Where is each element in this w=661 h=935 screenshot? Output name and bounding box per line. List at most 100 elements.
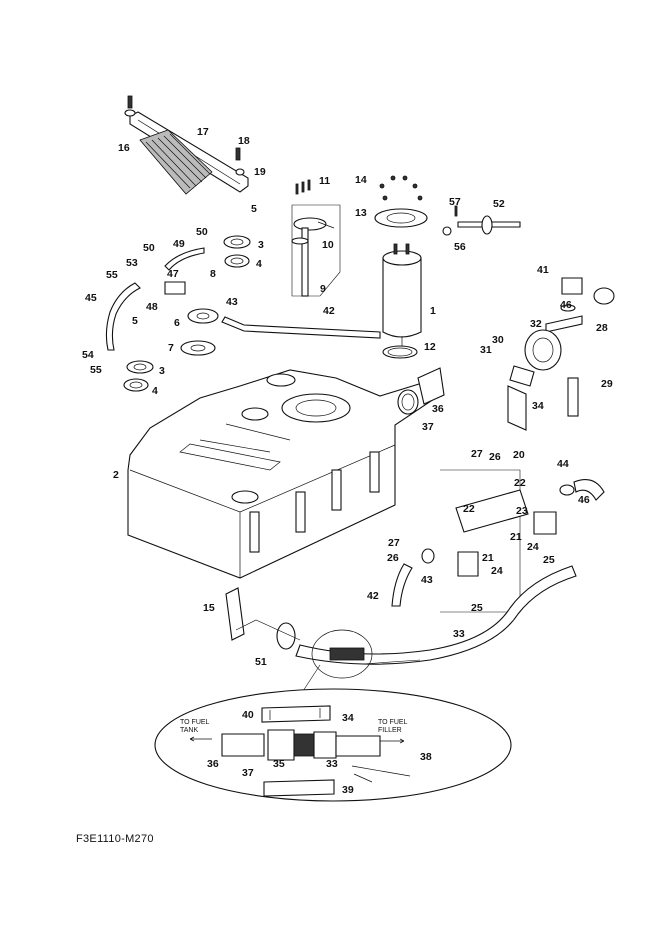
to-fuel-filler-label-line2: FILLER — [378, 727, 402, 734]
fuel-filter-assembly — [421, 469, 605, 613]
callout-41: 41 — [537, 264, 549, 276]
callout-55: 55 — [106, 269, 118, 281]
callout-56: 56 — [454, 241, 466, 253]
to-fuel-tank-label-line2: TANK — [180, 727, 198, 734]
callout-4: 4 — [256, 258, 262, 270]
vent-fitting — [442, 205, 521, 236]
callout-50: 50 — [196, 226, 208, 238]
callout-21: 21 — [482, 552, 494, 564]
callout-29: 29 — [601, 378, 613, 390]
callout-1: 1 — [430, 305, 436, 317]
callout-27: 27 — [471, 448, 483, 460]
callout-39: 39 — [342, 784, 354, 796]
gasket-and-ring-parts — [123, 235, 251, 392]
callout-54: 54 — [82, 349, 94, 361]
callout-43: 43 — [226, 296, 238, 308]
callout-34: 34 — [532, 400, 544, 412]
callout-21: 21 — [510, 531, 522, 543]
arrow-right-icon — [380, 738, 405, 744]
fuel-sender-assembly — [291, 179, 341, 297]
tank-strap-assembly — [124, 95, 249, 195]
callout-5: 5 — [251, 203, 257, 215]
callout-5: 5 — [132, 315, 138, 327]
callout-34: 34 — [342, 712, 354, 724]
callout-49: 49 — [173, 238, 185, 250]
bracket-47 — [164, 281, 186, 295]
callout-46: 46 — [578, 494, 590, 506]
callout-3: 3 — [159, 365, 165, 377]
callout-11: 11 — [319, 175, 330, 187]
callout-50: 50 — [143, 242, 155, 254]
callout-labels: 1 2 3 3 4 4 5 5 6 7 8 9 10 11 12 13 14 1… — [82, 126, 613, 796]
callout-3: 3 — [258, 239, 264, 251]
callout-16: 16 — [118, 142, 130, 154]
callout-55: 55 — [90, 364, 102, 376]
callout-44: 44 — [557, 458, 569, 470]
callout-40: 40 — [242, 709, 254, 721]
fuel-pump-housing — [374, 175, 428, 359]
callout-4: 4 — [152, 385, 158, 397]
to-fuel-tank-label-line1: TO FUEL — [180, 719, 210, 726]
callout-14: 14 — [355, 174, 367, 186]
callout-30: 30 — [492, 334, 504, 346]
callout-15: 15 — [203, 602, 215, 614]
callout-13: 13 — [355, 207, 367, 219]
hose-clamp-joint — [311, 629, 373, 679]
callout-26: 26 — [489, 451, 501, 463]
callout-37: 37 — [242, 767, 254, 779]
callout-53: 53 — [126, 257, 138, 269]
callout-12: 12 — [424, 341, 436, 353]
callout-22: 22 — [514, 477, 526, 489]
hose-49 — [164, 247, 205, 271]
callout-38: 38 — [420, 751, 432, 763]
detail-direction-labels: TO FUEL TANK TO FUEL FILLER — [180, 719, 408, 744]
callout-48: 48 — [146, 301, 158, 313]
callout-19: 19 — [254, 166, 266, 178]
callout-51: 51 — [255, 656, 267, 668]
callout-22: 22 — [463, 503, 475, 515]
callout-8: 8 — [210, 268, 216, 280]
arrow-left-icon — [189, 736, 212, 742]
callout-43: 43 — [421, 574, 433, 586]
callout-57: 57 — [449, 196, 461, 208]
to-fuel-filler-label-line1: TO FUEL — [378, 719, 408, 726]
callout-18: 18 — [238, 135, 250, 147]
callout-42: 42 — [323, 305, 335, 317]
callout-37: 37 — [422, 421, 434, 433]
callout-2: 2 — [113, 469, 119, 481]
callout-9: 9 — [320, 283, 326, 295]
detail-view — [154, 688, 512, 802]
callout-45: 45 — [85, 292, 97, 304]
callout-7: 7 — [168, 342, 174, 354]
callout-31: 31 — [480, 344, 492, 356]
callout-42: 42 — [367, 590, 379, 602]
callout-35: 35 — [273, 758, 285, 770]
pad-15 — [225, 587, 245, 641]
hose-42-upper — [221, 316, 381, 339]
callout-26: 26 — [387, 552, 399, 564]
callout-52: 52 — [493, 198, 505, 210]
filler-cap-assembly — [507, 277, 615, 431]
callout-32: 32 — [530, 318, 542, 330]
callout-25: 25 — [471, 602, 483, 614]
callout-46: 46 — [560, 299, 572, 311]
fuel-tank — [127, 369, 441, 579]
callout-24: 24 — [491, 565, 503, 577]
callout-23: 23 — [516, 505, 528, 517]
callout-47: 47 — [167, 268, 179, 280]
callout-28: 28 — [596, 322, 608, 334]
filler-neck — [397, 367, 445, 415]
hose-45 — [105, 282, 141, 351]
callout-20: 20 — [513, 449, 525, 461]
filler-hose-33 — [295, 565, 577, 665]
diagram-code: F3E1110-M270 — [76, 833, 154, 845]
callout-6: 6 — [174, 317, 180, 329]
callout-33: 33 — [453, 628, 465, 640]
callout-36: 36 — [207, 758, 219, 770]
callout-17: 17 — [197, 126, 209, 138]
callout-27: 27 — [388, 537, 400, 549]
hose-42-lower — [391, 563, 413, 607]
callout-36: 36 — [432, 403, 444, 415]
callout-33: 33 — [326, 758, 338, 770]
